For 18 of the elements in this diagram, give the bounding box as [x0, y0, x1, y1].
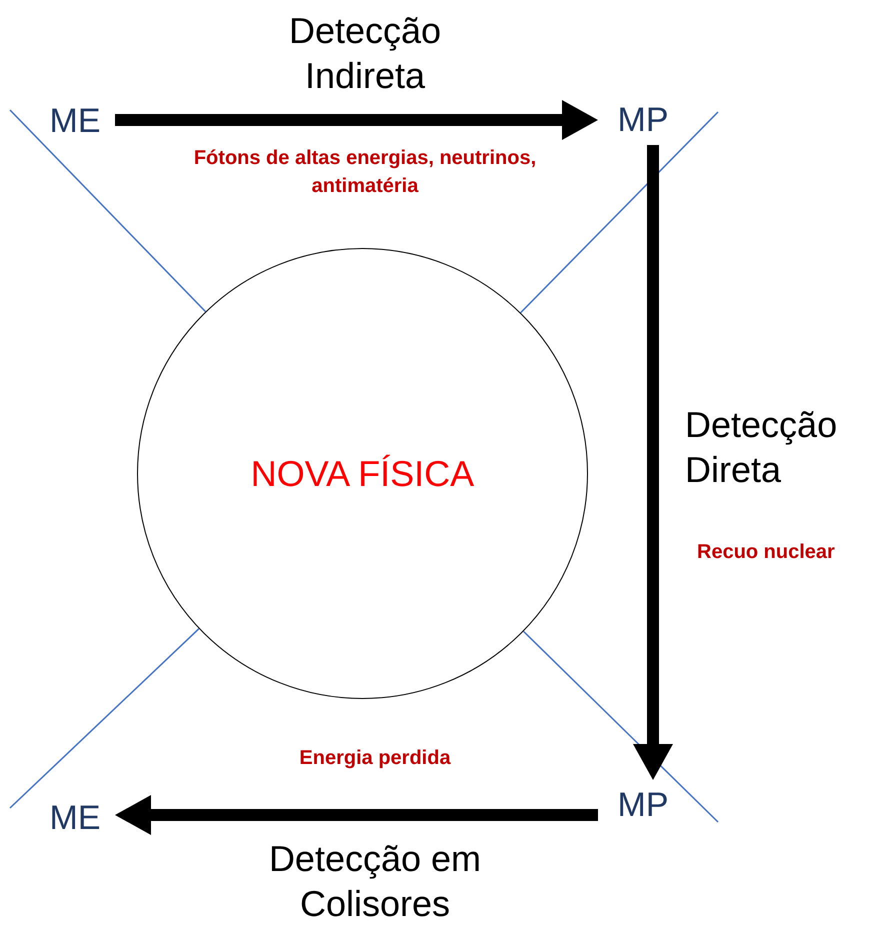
connector-line	[523, 630, 719, 823]
edge-label: Detecção Direta	[685, 403, 838, 492]
arrow	[115, 100, 598, 140]
connector-line	[520, 111, 719, 314]
arrow	[115, 795, 598, 835]
circle-title: NOVA FÍSICA	[250, 452, 474, 494]
particle-label: ME	[50, 102, 100, 140]
edge-label: Detecção Indireta	[288, 9, 442, 98]
note-text: Fótons de altas energias, neutrinos, antimatéria	[192, 146, 538, 199]
note-text: Recuo nuclear	[697, 540, 836, 565]
edge-label: Detecção em Colisores	[268, 837, 482, 925]
note-text: Energia perdida	[298, 746, 452, 771]
connector-line	[9, 109, 206, 312]
arrow	[633, 145, 673, 780]
particle-label: MP	[618, 100, 668, 140]
particle-label: MP	[618, 786, 668, 824]
connector-line	[9, 628, 200, 809]
particle-label: ME	[50, 798, 100, 838]
